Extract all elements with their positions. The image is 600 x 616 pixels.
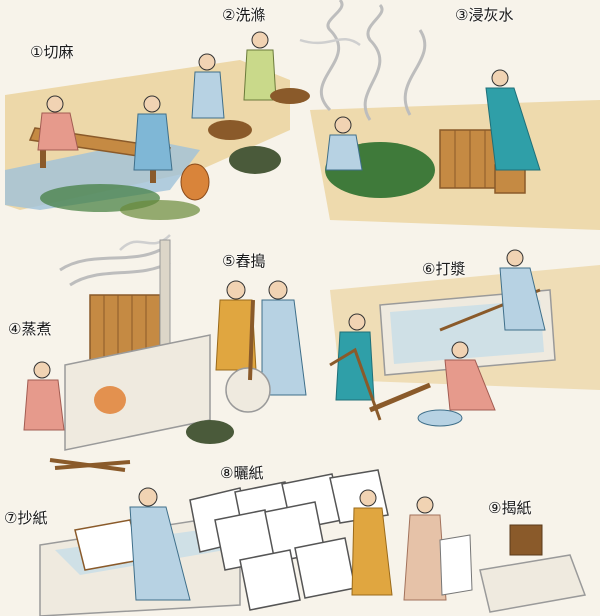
scene-steaming: [23, 234, 234, 472]
step-label-lime-soaking: ③浸灰水: [455, 6, 514, 24]
scene-forming-sheets: [39, 487, 241, 616]
scene-drying-paper: [189, 469, 393, 611]
step-label-beating-pulp: ⑥打漿: [422, 260, 466, 278]
step-label-cutting-hemp: ①切麻: [30, 43, 74, 61]
step-label-drying-paper: ⑧曬紙: [220, 464, 264, 482]
scene-pounding: [215, 280, 307, 413]
scene-washing: [191, 31, 310, 174]
step-label-washing: ②洗滌: [222, 6, 266, 24]
scene-lime-soaking: [299, 0, 600, 230]
step-label-peeling-paper: ⑨揭紙: [488, 499, 532, 517]
step-label-pounding: ⑤舂搗: [222, 252, 266, 270]
scene-peeling-paper: [403, 496, 587, 613]
step-label-forming-sheets: ⑦抄紙: [4, 509, 48, 527]
scene-beating-pulp: [329, 249, 600, 427]
step-label-steaming: ④蒸煮: [8, 320, 52, 338]
